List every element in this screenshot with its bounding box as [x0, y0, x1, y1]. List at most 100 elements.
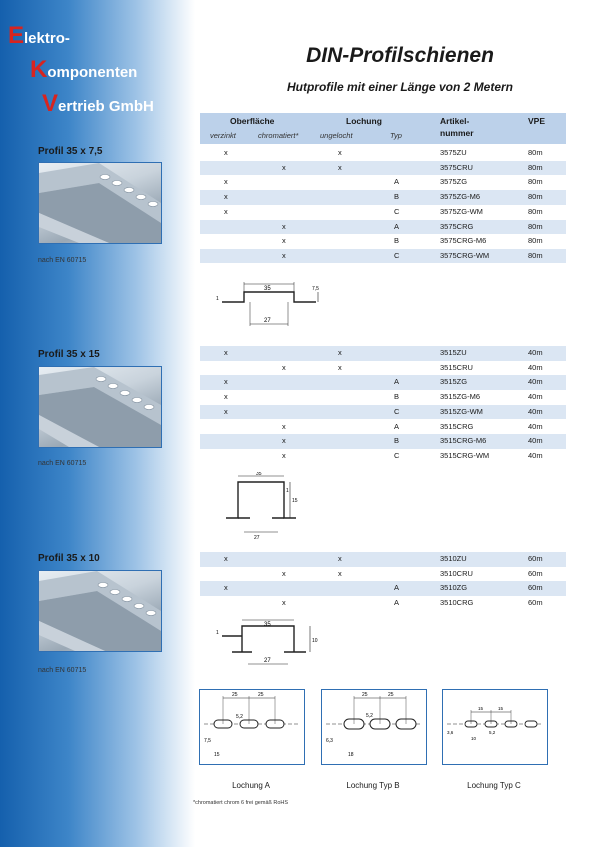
cell-chromatiert: x — [282, 450, 286, 460]
cell-ungelocht: x — [338, 348, 342, 357]
logo-text-1: lektro- — [24, 30, 70, 47]
cell-chromatiert: x — [282, 568, 286, 578]
dim-offset: 6,3 — [326, 738, 333, 744]
header-vpe: VPE — [528, 116, 546, 126]
cell-vpe: 40m — [528, 421, 543, 431]
page-subtitle: Hutprofile mit einer Länge von 2 Metern — [286, 80, 514, 94]
cell-verzinkt: x — [224, 392, 228, 402]
lochung-b-box: 25 25 18 5,2 6,3 — [321, 689, 427, 765]
cell-vpe: 40m — [528, 406, 543, 416]
dim-width: 35 — [264, 622, 271, 628]
lochung-b-sketch: 25 25 18 5,2 6,3 — [326, 692, 422, 758]
header-chromatiert: chromatiert* — [258, 131, 299, 140]
dim-hole: 5,2 — [489, 730, 496, 735]
dim-pitch-1: 25 — [232, 692, 238, 698]
cell-chromatiert: x — [282, 250, 286, 260]
cell-artikel: 3575ZG-M6 — [440, 192, 481, 202]
table-row: x A 3510ZG 60m — [200, 581, 566, 596]
cell-artikel: 3515CRG-WM — [440, 450, 490, 460]
cell-vpe: 40m — [528, 436, 543, 446]
page-title: DIN-Profilschienen — [306, 44, 494, 67]
cell-verzinkt: x — [224, 348, 228, 357]
cell-typ: A — [394, 177, 400, 187]
dim-pitch-2: 25 — [388, 692, 394, 698]
lochung-c-sketch: 15 15 10 5,2 3,6 — [447, 706, 543, 741]
header-lochung: Lochung — [346, 116, 382, 126]
header-ungelocht: ungelocht — [320, 131, 353, 140]
cell-ungelocht: x — [338, 148, 342, 157]
cell-vpe: 80m — [528, 192, 543, 202]
header-nummer: nummer — [440, 128, 474, 138]
cell-typ: A — [394, 221, 400, 231]
profile-title: Profil 35 x 7,5 — [38, 146, 103, 157]
cell-typ: A — [394, 583, 400, 593]
cell-typ: A — [394, 377, 400, 387]
cell-artikel: 3510ZG — [440, 583, 468, 593]
cell-vpe: 80m — [528, 221, 543, 231]
cell-chromatiert: x — [282, 162, 286, 172]
cell-typ: A — [394, 598, 400, 608]
rail-photo-image — [39, 367, 161, 447]
cell-vpe: 80m — [528, 148, 543, 157]
cell-artikel: 3575ZG — [440, 177, 468, 187]
dim-pitch-2: 15 — [498, 706, 504, 711]
lochung-b-label: Lochung Typ B — [346, 781, 400, 790]
cell-verzinkt: x — [224, 377, 228, 387]
lochung-a-box: 25 25 15 5,2 7,5 — [199, 689, 305, 765]
lochung-a-label: Lochung A — [232, 781, 270, 790]
logo-initial-e: E — [8, 22, 25, 49]
cell-verzinkt: x — [224, 583, 228, 593]
rail-photo — [38, 162, 162, 244]
cell-typ: B — [394, 236, 400, 246]
cell-vpe: 40m — [528, 377, 543, 387]
cell-artikel: 3515ZU — [440, 348, 467, 357]
cell-typ: B — [394, 192, 400, 202]
cell-typ: B — [394, 436, 400, 446]
cell-artikel: 3510CRU — [440, 568, 473, 578]
cell-artikel: 3510ZU — [440, 554, 467, 563]
header-oberflaeche: Oberfläche — [230, 116, 275, 126]
table-row: x B 3575ZG-M6 80m — [200, 190, 566, 205]
cell-verzinkt: x — [224, 554, 228, 563]
dim-hole: 5,2 — [236, 714, 243, 720]
cell-vpe: 60m — [528, 583, 543, 593]
footnote: *chromatiert chrom 6 frei gemäß RoHS — [193, 800, 289, 806]
cell-chromatiert: x — [282, 221, 286, 231]
logo-text-2: omponenten — [47, 64, 138, 81]
cell-vpe: 40m — [528, 348, 543, 357]
table-header: Oberfläche Lochung Artikel- nummer VPE v… — [200, 113, 566, 144]
cell-artikel: 3575ZG-WM — [440, 206, 483, 216]
cell-vpe: 60m — [528, 598, 543, 608]
lochung-a-sketch: 25 25 15 5,2 7,5 — [204, 692, 300, 758]
cell-chromatiert: x — [282, 362, 286, 372]
dim-height: 10 — [312, 638, 318, 644]
dim-inner: 27 — [264, 318, 271, 324]
profile-title: Profil 35 x 15 — [38, 349, 100, 360]
dim-height: 7,5 — [312, 286, 319, 292]
dim-pitch-1: 25 — [362, 692, 368, 698]
cell-ungelocht: x — [338, 568, 342, 578]
dim-width: 35 — [264, 286, 271, 292]
norm-note: nach EN 60715 — [38, 460, 87, 467]
cell-ungelocht: x — [338, 554, 342, 563]
cell-ungelocht: x — [338, 362, 342, 372]
cell-vpe: 40m — [528, 362, 543, 372]
cell-typ: C — [394, 250, 400, 260]
cell-verzinkt: x — [224, 192, 228, 202]
dim-inner: 27 — [264, 658, 271, 664]
dim-height: 15 — [292, 498, 298, 504]
rail-photo-image — [39, 163, 161, 243]
cell-typ: A — [394, 421, 400, 431]
logo-initial-k: K — [30, 56, 48, 83]
